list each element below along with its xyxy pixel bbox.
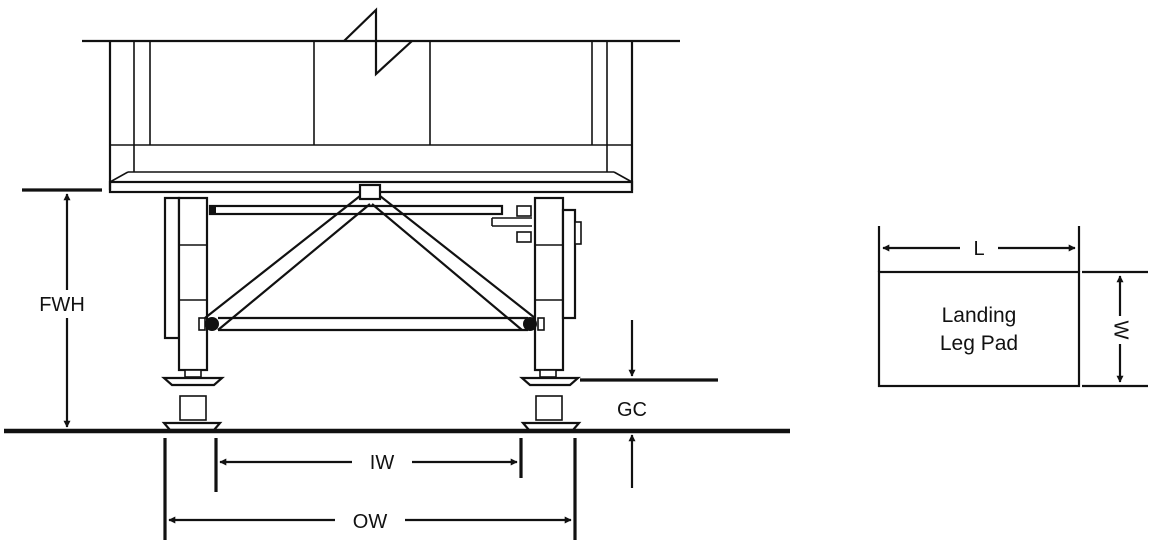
cross-shaft [208,204,504,216]
left-leg-lower-stub [179,395,207,421]
landing-leg-pad [877,270,1081,388]
right-leg-bolt-1 [516,205,532,217]
trailer-rail-bevel-left [109,171,129,183]
w-label: W [1110,321,1132,340]
right-landing-leg [516,196,582,432]
cross-shaft-end-cap [211,207,216,213]
iw-dimension: IW [214,438,523,492]
left-diagonal-brace [204,195,371,331]
left-leg-foot-raised [161,376,225,387]
l-label: L [973,238,984,260]
right-leg-bolt-2 [516,231,532,243]
ow-label: OW [353,511,388,533]
right-leg-gearbox [561,208,577,320]
fwh-label: FWH [39,294,85,316]
left-leg-mount-plate [163,196,181,340]
landing-leg-pad-detail: L Landing Leg Pad W [877,226,1148,388]
trailer-rail-bevel-right [613,171,633,183]
right-leg-outer-tube [533,196,565,372]
iw-label: IW [370,452,395,474]
left-landing-leg [161,196,225,432]
gc-label: GC [617,399,647,421]
right-leg-inner-tube [539,369,557,378]
fwh-dimension: FWH [22,188,104,428]
pad-label-line1: Landing [942,304,1017,327]
right-leg-lower-stub [535,395,563,421]
left-pivot-point [205,317,219,331]
trailer-body [82,39,680,194]
right-pivot-clip [537,317,545,331]
left-pivot-clip [198,317,206,331]
ow-dimension: OW [163,438,577,540]
left-leg-inner-tube [184,369,202,378]
right-pivot-point [523,317,537,331]
bracing-assembly [198,183,545,332]
center-bracket [358,183,382,201]
right-leg-foot-raised [519,376,581,387]
left-leg-outer-tube [177,196,209,372]
fwh-label-bg [30,290,104,318]
gc-dimension: GC [580,320,718,488]
break-symbol [343,7,413,77]
pad-label-line2: Leg Pad [940,332,1018,355]
right-diagonal-brace [371,195,536,331]
right-leg-crank-hub [574,221,582,245]
